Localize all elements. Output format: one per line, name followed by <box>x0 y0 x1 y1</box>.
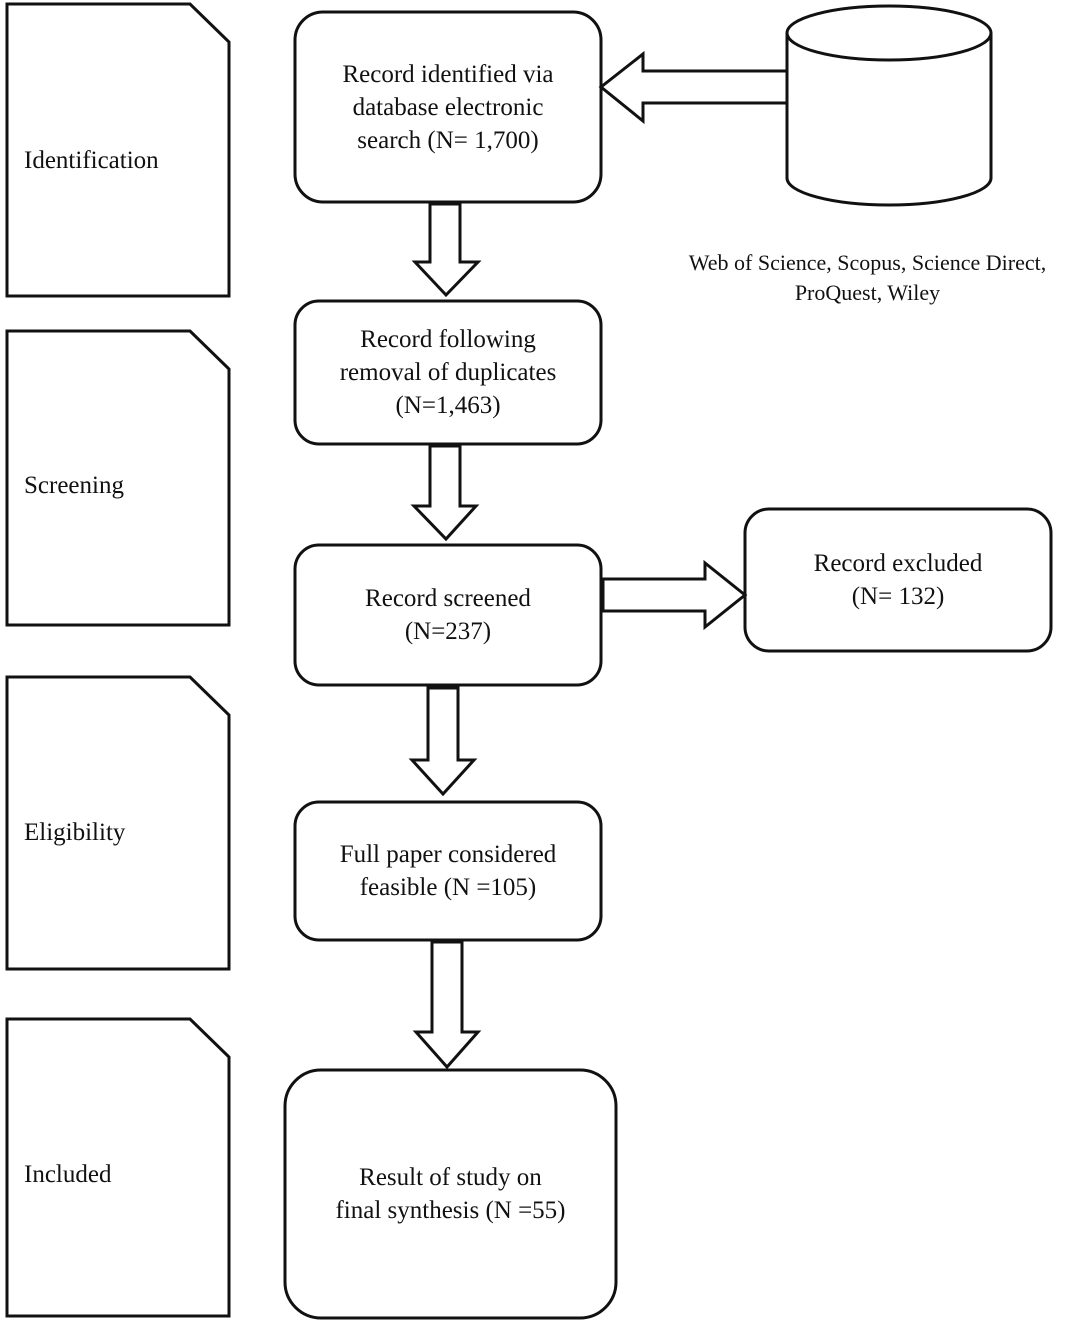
database-caption: Web of Science, Scopus, Science Direct, … <box>645 248 1084 308</box>
box-excluded <box>743 507 1053 653</box>
box-deduplicated <box>293 299 603 446</box>
box-feasible-line-2: feasible (N =105) <box>359 874 537 901</box>
box-identified <box>293 10 603 204</box>
box-identified-label: Record identified via database electroni… <box>297 14 599 200</box>
box-screened-line-2: (N=237) <box>404 618 492 645</box>
box-final-line-1: Result of study on <box>359 1164 542 1191</box>
box-screened-label: Record screened (N=237) <box>297 547 599 683</box>
stage-label-identification: Identification <box>24 147 159 174</box>
box-identified-line-1: Record identified via <box>342 60 554 88</box>
box-final-label: Result of study on final synthesis (N =5… <box>287 1072 614 1316</box>
box-identified-line-3: search (N= 1,700) <box>357 126 539 154</box>
stage-label-screening: Screening <box>24 472 124 499</box>
arrow-screened-to-feasible <box>408 686 478 797</box>
box-feasible-label: Full paper considered feasible (N =105) <box>297 804 599 938</box>
box-excluded-label: Record excluded (N= 132) <box>747 511 1049 649</box>
database-caption-line-2: ProQuest, Wiley <box>794 280 941 305</box>
box-deduplicated-line-3: (N=1,463) <box>395 392 501 419</box>
box-excluded-line-2: (N= 132) <box>851 583 945 610</box>
arrow-feasible-to-final <box>412 940 482 1070</box>
box-deduplicated-label: Record following removal of duplicates (… <box>297 303 599 442</box>
arrow-screened-to-excluded <box>601 559 748 631</box>
arrow-identified-to-deduplicated <box>411 202 482 298</box>
database-caption-line-1: Web of Science, Scopus, Science Direct, <box>688 250 1047 275</box>
box-final-line-2: final synthesis (N =55) <box>335 1197 566 1224</box>
box-identified-line-2: database electronic <box>352 93 544 121</box>
box-feasible-line-1: Full paper considered <box>339 841 557 868</box>
stage-screening-shape <box>5 329 231 627</box>
database-cylinder-icon <box>785 4 993 207</box>
box-final <box>283 1068 618 1320</box>
stage-label-included: Included <box>24 1161 112 1188</box>
arrow-database-to-identified <box>598 50 789 125</box>
stage-eligibility-shape <box>5 675 231 971</box>
stage-included-shape <box>5 1017 231 1318</box>
box-feasible <box>293 800 603 942</box>
box-screened-line-1: Record screened <box>365 585 531 612</box>
stage-label-eligibility: Eligibility <box>24 819 126 846</box>
box-deduplicated-line-1: Record following <box>360 326 536 353</box>
box-screened <box>293 543 603 687</box>
box-deduplicated-line-2: removal of duplicates <box>339 359 557 386</box>
arrow-deduplicated-to-screened <box>410 444 480 542</box>
stage-identification-shape <box>5 2 231 298</box>
box-excluded-line-1: Record excluded <box>813 550 983 577</box>
